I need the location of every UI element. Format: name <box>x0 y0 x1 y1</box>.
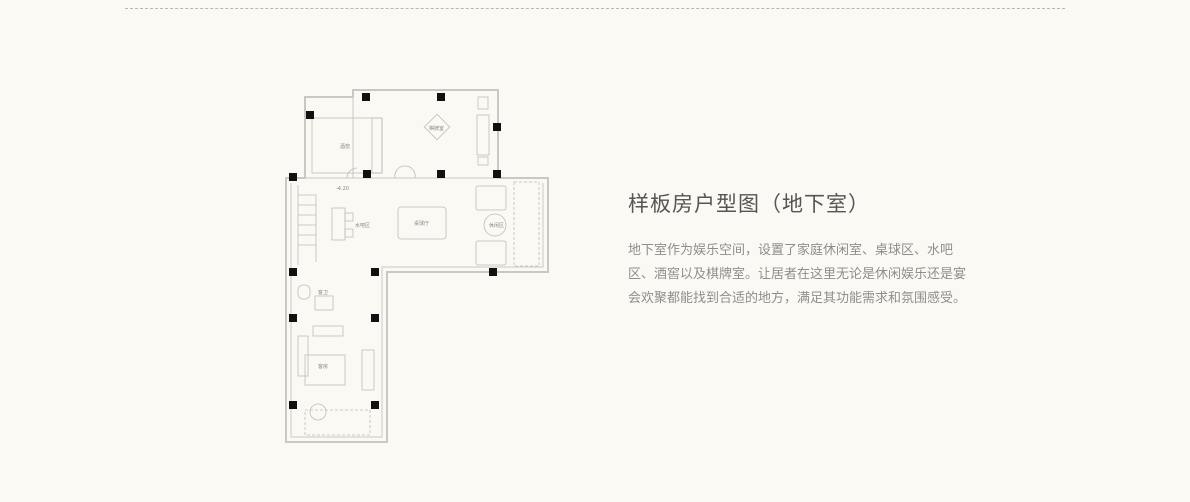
room-label: 客房 <box>318 363 328 370</box>
room-label: 桌球厅 <box>414 220 429 227</box>
section-title: 样板房户型图（地下室） <box>628 192 870 216</box>
top-dashed-divider <box>125 8 1065 9</box>
room-label: 水吧区 <box>355 222 370 229</box>
basement-floor-plan: 酒窖 棋牌室 桌球厅 休闲区 水吧区 客卫 客房 -4.20 <box>285 89 549 443</box>
room-label: 客卫 <box>318 289 328 296</box>
section-description: 地下室作为娱乐空间，设置了家庭休闲室、桌球区、水吧区、酒窖以及棋牌室。让居者在这… <box>628 243 967 306</box>
room-label: 酒窖 <box>340 143 350 150</box>
room-label: 休闲区 <box>489 222 504 229</box>
level-mark: -4.20 <box>336 186 349 192</box>
room-label: 棋牌室 <box>429 125 444 132</box>
